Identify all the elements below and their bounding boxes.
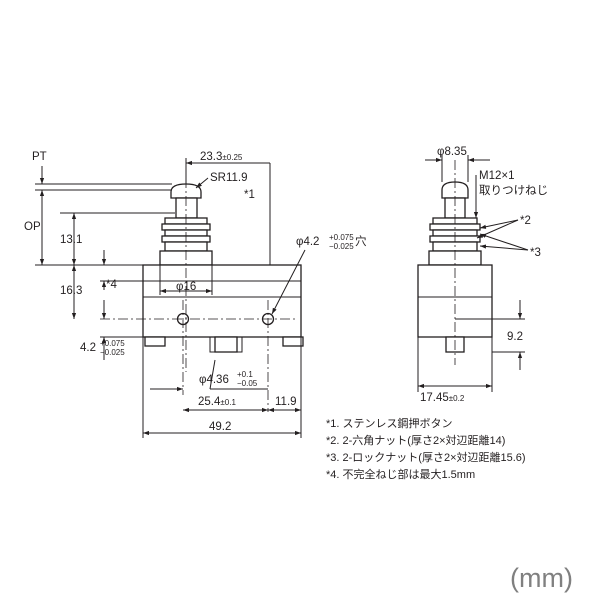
dim-11-9: 11.9 xyxy=(275,396,297,408)
dim-4-2-tol-plus: +0.075 xyxy=(100,339,125,348)
note-ref-2: *2 xyxy=(520,215,531,227)
front-view xyxy=(100,160,304,412)
dim-phi436: φ4.36 xyxy=(199,374,229,386)
dim-4-2: 4.2 xyxy=(80,342,96,354)
op-label: OP xyxy=(24,221,41,233)
pt-label: PT xyxy=(32,151,47,163)
thread-label: M12×1 xyxy=(479,170,514,182)
terminal-center xyxy=(214,336,238,353)
notes-block: *1. ステンレス鋼押ボタン *2. 2-六角ナット(厚さ2×対辺距離14) *… xyxy=(326,416,526,481)
note-4: *4. 不完全ねじ部は最大1.5mm xyxy=(326,467,475,481)
note-1: *1. ステンレス鋼押ボタン xyxy=(326,416,453,430)
phi835-label: φ8.35 xyxy=(437,146,467,158)
hole-suffix: 穴 xyxy=(355,234,367,248)
note-2: *2. 2-六角ナット(厚さ2×対辺距離14) xyxy=(326,433,505,447)
dim-4-2-tol-minus: −0.025 xyxy=(100,348,125,357)
dim-25-4: 25.4±0.1 xyxy=(198,396,236,408)
plunger-stem xyxy=(175,197,198,219)
dim-17-45: 17.45±0.2 xyxy=(420,392,465,404)
note-ref-4: *4 xyxy=(106,279,117,291)
dim-9-2: 9.2 xyxy=(507,331,523,343)
hole-tol-minus: −0.025 xyxy=(329,242,354,251)
note-ref-3: *3 xyxy=(530,247,541,259)
dim-13-1: 13.1 xyxy=(60,234,82,246)
switch-body xyxy=(142,264,302,338)
note-3: *3. 2-ロックナット(厚さ2×対辺距離15.6) xyxy=(326,450,526,464)
hole-phi-label: φ4.2 xyxy=(296,236,319,248)
terminal-right xyxy=(282,336,304,347)
dim-phi436-tol-minus: −0.05 xyxy=(237,379,258,388)
sr-label: SR11.9 xyxy=(210,172,248,184)
dim-phi436-tol-plus: +0.1 xyxy=(237,370,253,379)
side-labels: φ8.35 M12×1 取りつけねじ *2 *3 9.2 17.45±0.2 xyxy=(420,146,548,404)
front-labels: PT OP 23.3±0.25 SR11.9 *1 13.1 16.3 *4 φ… xyxy=(24,151,367,433)
side-view xyxy=(417,160,493,365)
dim-top-width: 23.3±0.25 xyxy=(200,151,243,163)
dim-16-3: 16.3 xyxy=(60,285,82,297)
front-dimensions xyxy=(35,158,306,438)
hole-tol-plus: +0.075 xyxy=(329,233,354,242)
note-ref-1: *1 xyxy=(244,189,255,201)
phi16-label: φ16 xyxy=(176,281,196,293)
side-dimensions xyxy=(417,155,529,392)
terminal-left xyxy=(144,336,166,347)
thread-note: 取りつけねじ xyxy=(479,184,548,197)
dim-49-2: 49.2 xyxy=(209,421,231,433)
unit-label: (mm) xyxy=(510,563,573,593)
